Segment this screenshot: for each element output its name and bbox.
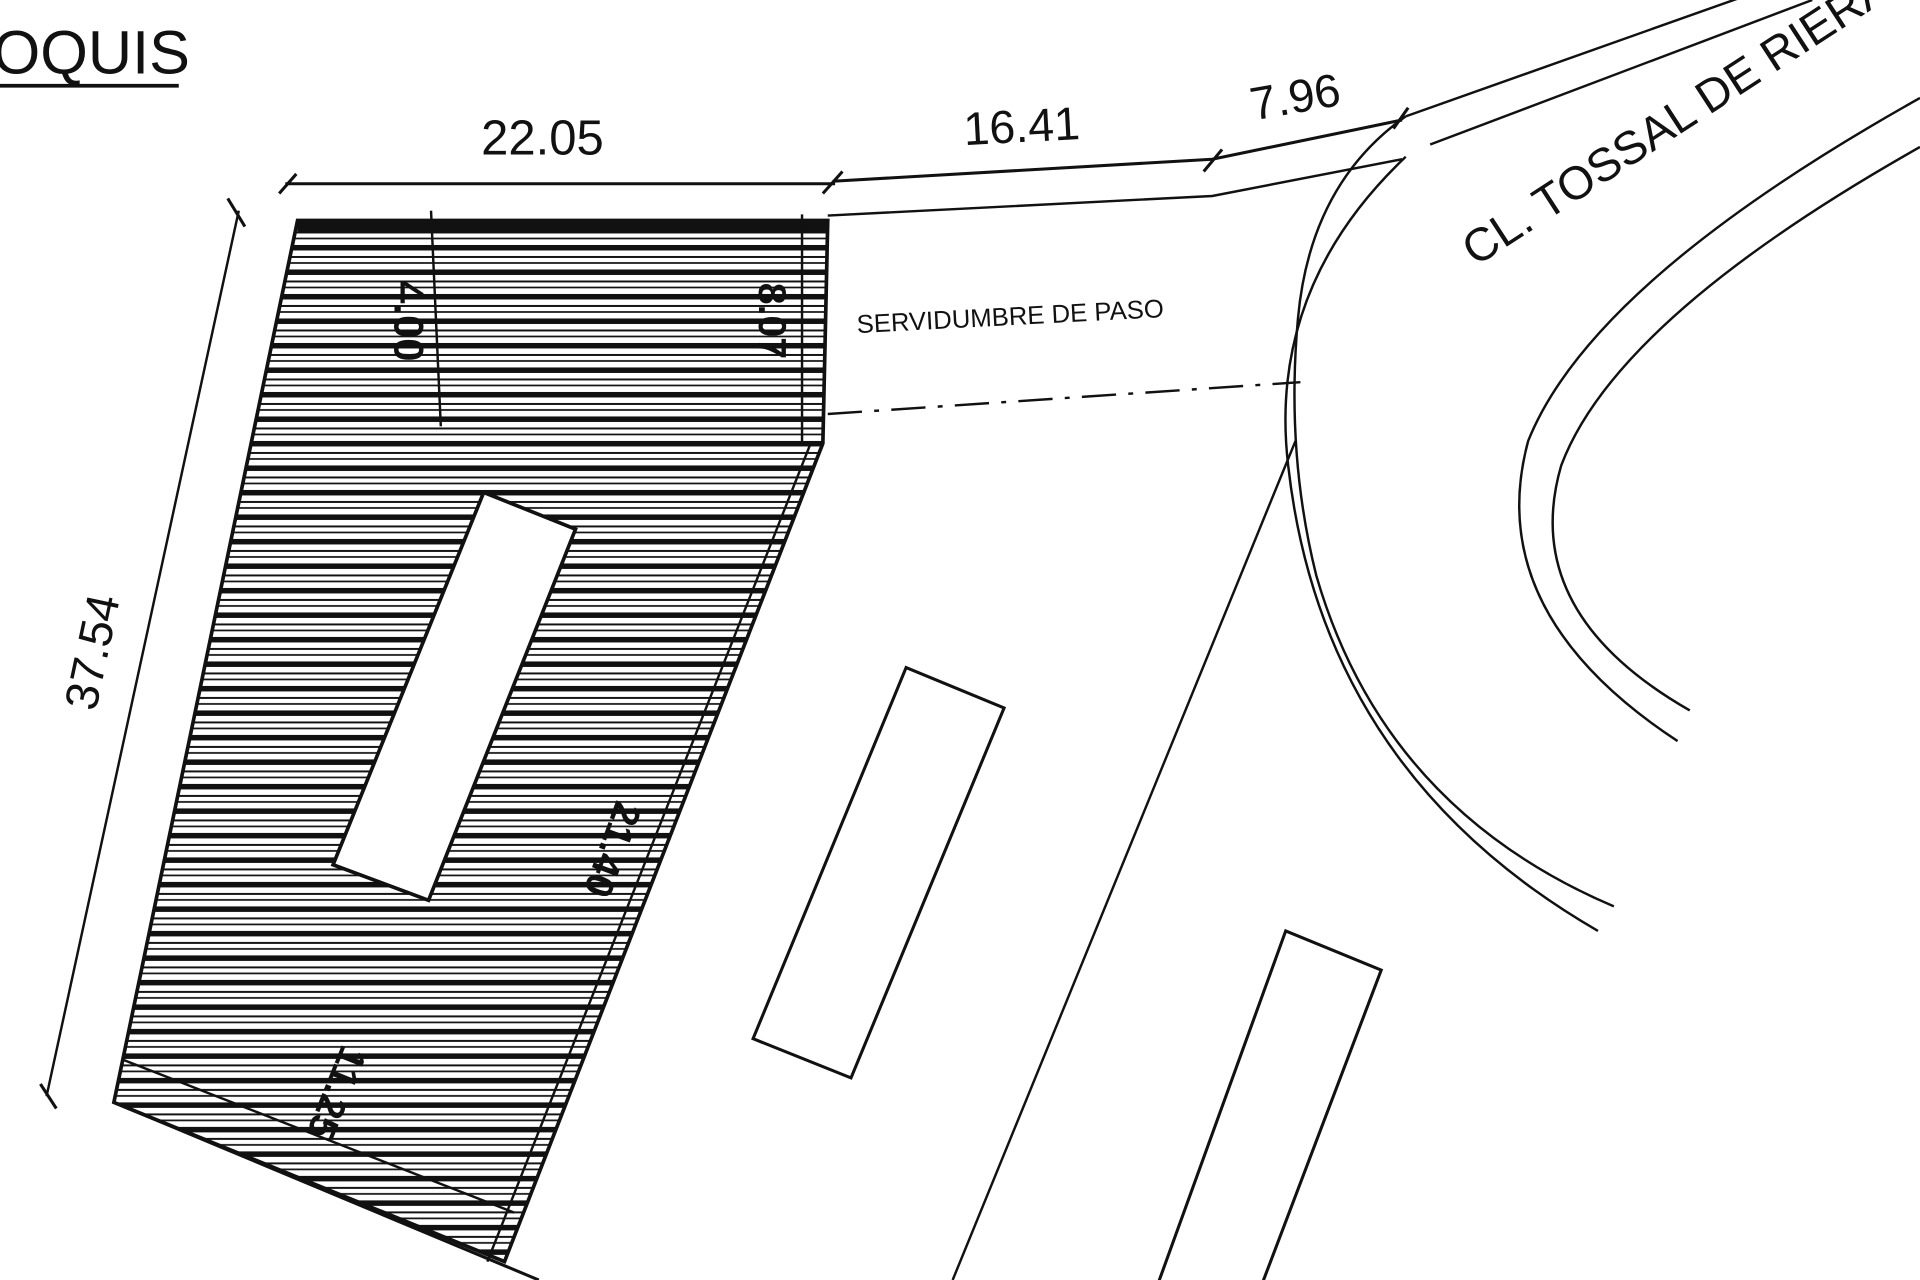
dimension-top-width: 22.05 xyxy=(481,111,604,165)
boundary-line xyxy=(951,440,1297,1280)
dimension-tick xyxy=(1392,106,1410,130)
left-dimension-line xyxy=(45,210,240,1097)
dimension-right-depth: 8.07 xyxy=(750,283,793,359)
dimension-tick xyxy=(821,170,844,195)
dimension-access-1: 16.41 xyxy=(962,97,1081,155)
plot-bottom-edge xyxy=(113,1100,540,1280)
dimension-tick xyxy=(226,197,247,228)
plot-diagonal-edge xyxy=(486,442,812,1263)
dimension-tick xyxy=(1202,148,1224,173)
street-name-label: CL. TOSSAL DE RIERA xyxy=(1453,0,1899,275)
sheet-title: OQUIS xyxy=(0,18,190,86)
street-cl-tossal-de-riera xyxy=(1284,0,1920,932)
dimension-tick xyxy=(278,172,298,195)
building-outline xyxy=(1157,928,1384,1280)
inner-dimension-line xyxy=(429,210,443,427)
easement-boundary xyxy=(827,158,1403,217)
hatched-plot xyxy=(111,218,830,1265)
plot-top-edge xyxy=(297,220,828,233)
dimension-tick xyxy=(39,1083,58,1110)
building-outline xyxy=(751,665,1007,1080)
easement-dashed-line xyxy=(827,380,1301,416)
easement-label: SERVIDUMBRE DE PASO xyxy=(856,295,1165,339)
dimension-inner-depth: 4.00 xyxy=(385,280,432,361)
dimension-left-side: 37.54 xyxy=(55,590,130,715)
bottom-dimension-line xyxy=(122,1058,515,1214)
access-dimension-line xyxy=(832,118,1403,183)
dimension-access-2: 7.96 xyxy=(1246,63,1344,130)
